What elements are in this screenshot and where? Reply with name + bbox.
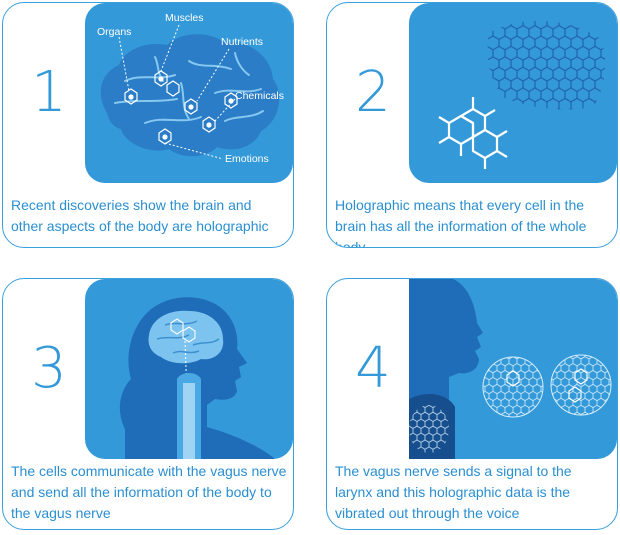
step-card-2: 2 Holographi bbox=[326, 2, 618, 248]
step-caption: Recent discoveries show the brain and ot… bbox=[11, 197, 269, 234]
brain-icon: Organs Muscles Nutrients Chemicals Emoti… bbox=[97, 12, 284, 165]
step-number: 3 bbox=[31, 336, 67, 401]
illustration-panel: Organs Muscles Nutrients Chemicals Emoti… bbox=[85, 3, 293, 183]
illustration-panel bbox=[85, 279, 293, 459]
step-card-1: 1 bbox=[2, 2, 294, 248]
illustration-panel bbox=[409, 279, 617, 459]
step-caption: The vagus nerve sends a signal to the la… bbox=[335, 463, 572, 521]
illustration-panel bbox=[409, 3, 617, 183]
step-card-4: 4 The vagus nerve sends a signal to bbox=[326, 278, 618, 530]
step-number: 2 bbox=[355, 60, 391, 125]
molecule-icon bbox=[438, 20, 606, 169]
head-profile-icon bbox=[119, 297, 276, 459]
voice-profile-icon bbox=[409, 279, 612, 459]
label-emotions: Emotions bbox=[225, 153, 269, 165]
step-number: 4 bbox=[355, 336, 391, 401]
step-number: 1 bbox=[31, 60, 67, 125]
label-chemicals: Chemicals bbox=[235, 90, 284, 102]
step-card-3: 3 The cells communicate with the va bbox=[2, 278, 294, 530]
step-caption: Holographic means that every cell in the… bbox=[335, 197, 587, 248]
label-organs: Organs bbox=[97, 26, 131, 38]
label-muscles: Muscles bbox=[165, 12, 204, 24]
step-caption: The cells communicate with the vagus ner… bbox=[11, 463, 287, 521]
label-nutrients: Nutrients bbox=[221, 36, 263, 48]
